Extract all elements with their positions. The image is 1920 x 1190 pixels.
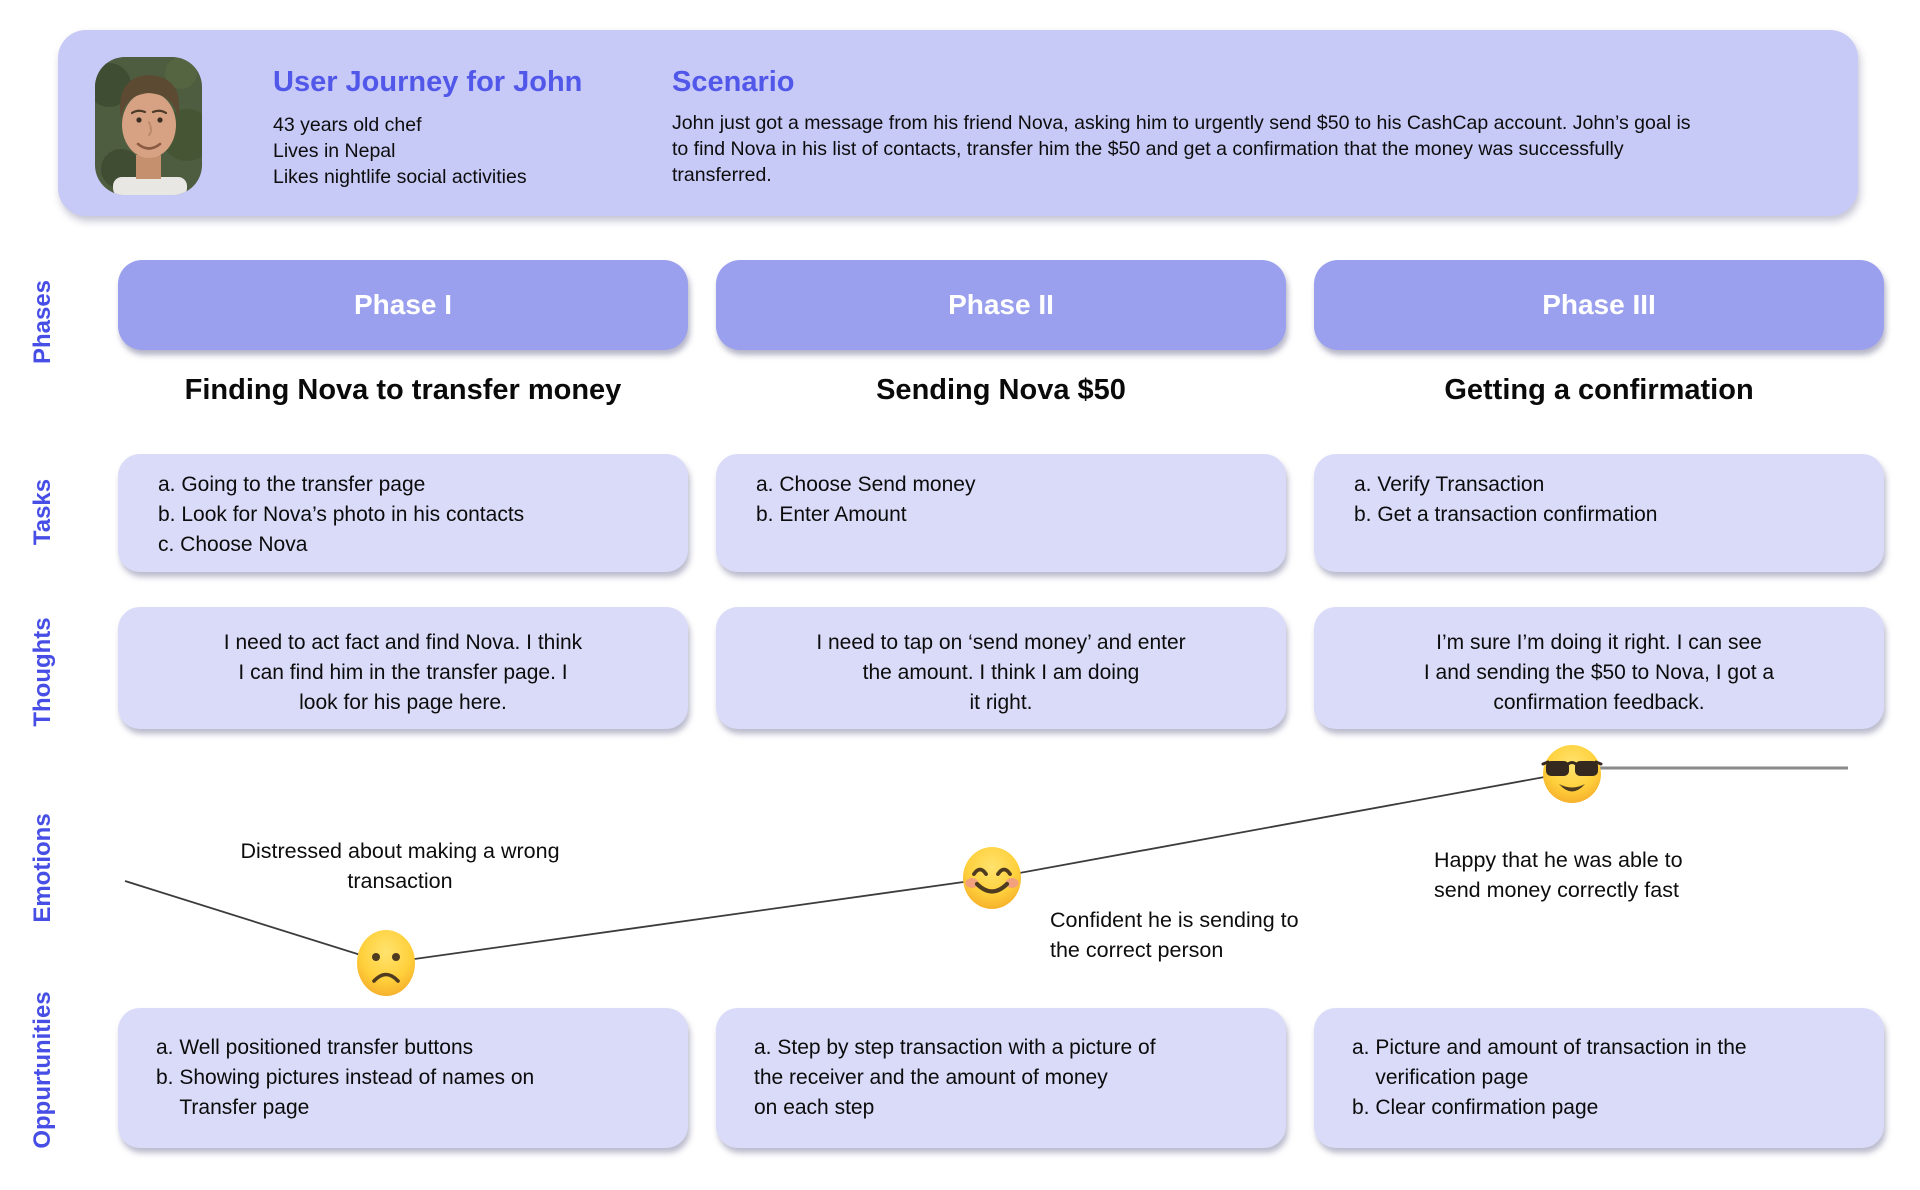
phase-2-subtitle: Sending Nova $50 (876, 374, 1126, 406)
phase-1-button[interactable]: Phase I (118, 260, 688, 350)
emotion-label-2: Confident he is sending to the correct p… (1050, 908, 1299, 962)
thoughts-box-1: I need to act fact and find Nova. I thin… (118, 607, 688, 729)
emotion-label-3: Happy that he was able to send money cor… (1434, 848, 1683, 902)
phase-2-column: Phase II Sending Nova $50 a. Choose Send… (716, 0, 1286, 1190)
persona-details: 43 years old chef Lives in Nepal Likes n… (273, 114, 527, 188)
opportunities-box-3: a. Picture and amount of transaction in … (1314, 1008, 1884, 1148)
journey-title: User Journey for John (273, 66, 583, 98)
phase-1-column: Phase I Finding Nova to transfer money a… (118, 0, 688, 1190)
opportunities-box-1: a. Well positioned transfer buttons b. S… (118, 1008, 688, 1148)
thoughts-box-2: I need to tap on ‘send money’ and enter … (716, 607, 1286, 729)
phase-3-column: Phase III Getting a confirmation a. Veri… (1314, 0, 1884, 1190)
scenario-text: John just got a message from his friend … (672, 112, 1691, 186)
phase-1-subtitle: Finding Nova to transfer money (184, 374, 622, 406)
row-label-thoughts: Thoughts (29, 617, 56, 727)
row-label-opportunities: Oppurtunities (29, 991, 56, 1149)
tasks-box-3: a. Verify Transaction b. Get a transacti… (1314, 454, 1884, 572)
tasks-box-1: a. Going to the transfer page b. Look fo… (118, 454, 688, 572)
phase-3-subtitle: Getting a confirmation (1444, 374, 1754, 406)
opportunities-box-2: a. Step by step transaction with a pictu… (716, 1008, 1286, 1148)
row-label-emotions: Emotions (29, 813, 56, 923)
avatar (95, 57, 202, 195)
row-label-tasks: Tasks (29, 478, 56, 546)
row-label-phases: Phases (29, 279, 56, 365)
thoughts-box-3: I’m sure I’m doing it right. I can see I… (1314, 607, 1884, 729)
header-banner: User Journey for John 43 years old chef … (58, 30, 1858, 216)
phase-3-button[interactable]: Phase III (1314, 260, 1884, 350)
tasks-box-2: a. Choose Send money b. Enter Amount (716, 454, 1286, 572)
emotion-label-1: Distressed about making a wrong transact… (240, 839, 560, 893)
phase-2-button[interactable]: Phase II (716, 260, 1286, 350)
scenario-title: Scenario (672, 66, 795, 98)
